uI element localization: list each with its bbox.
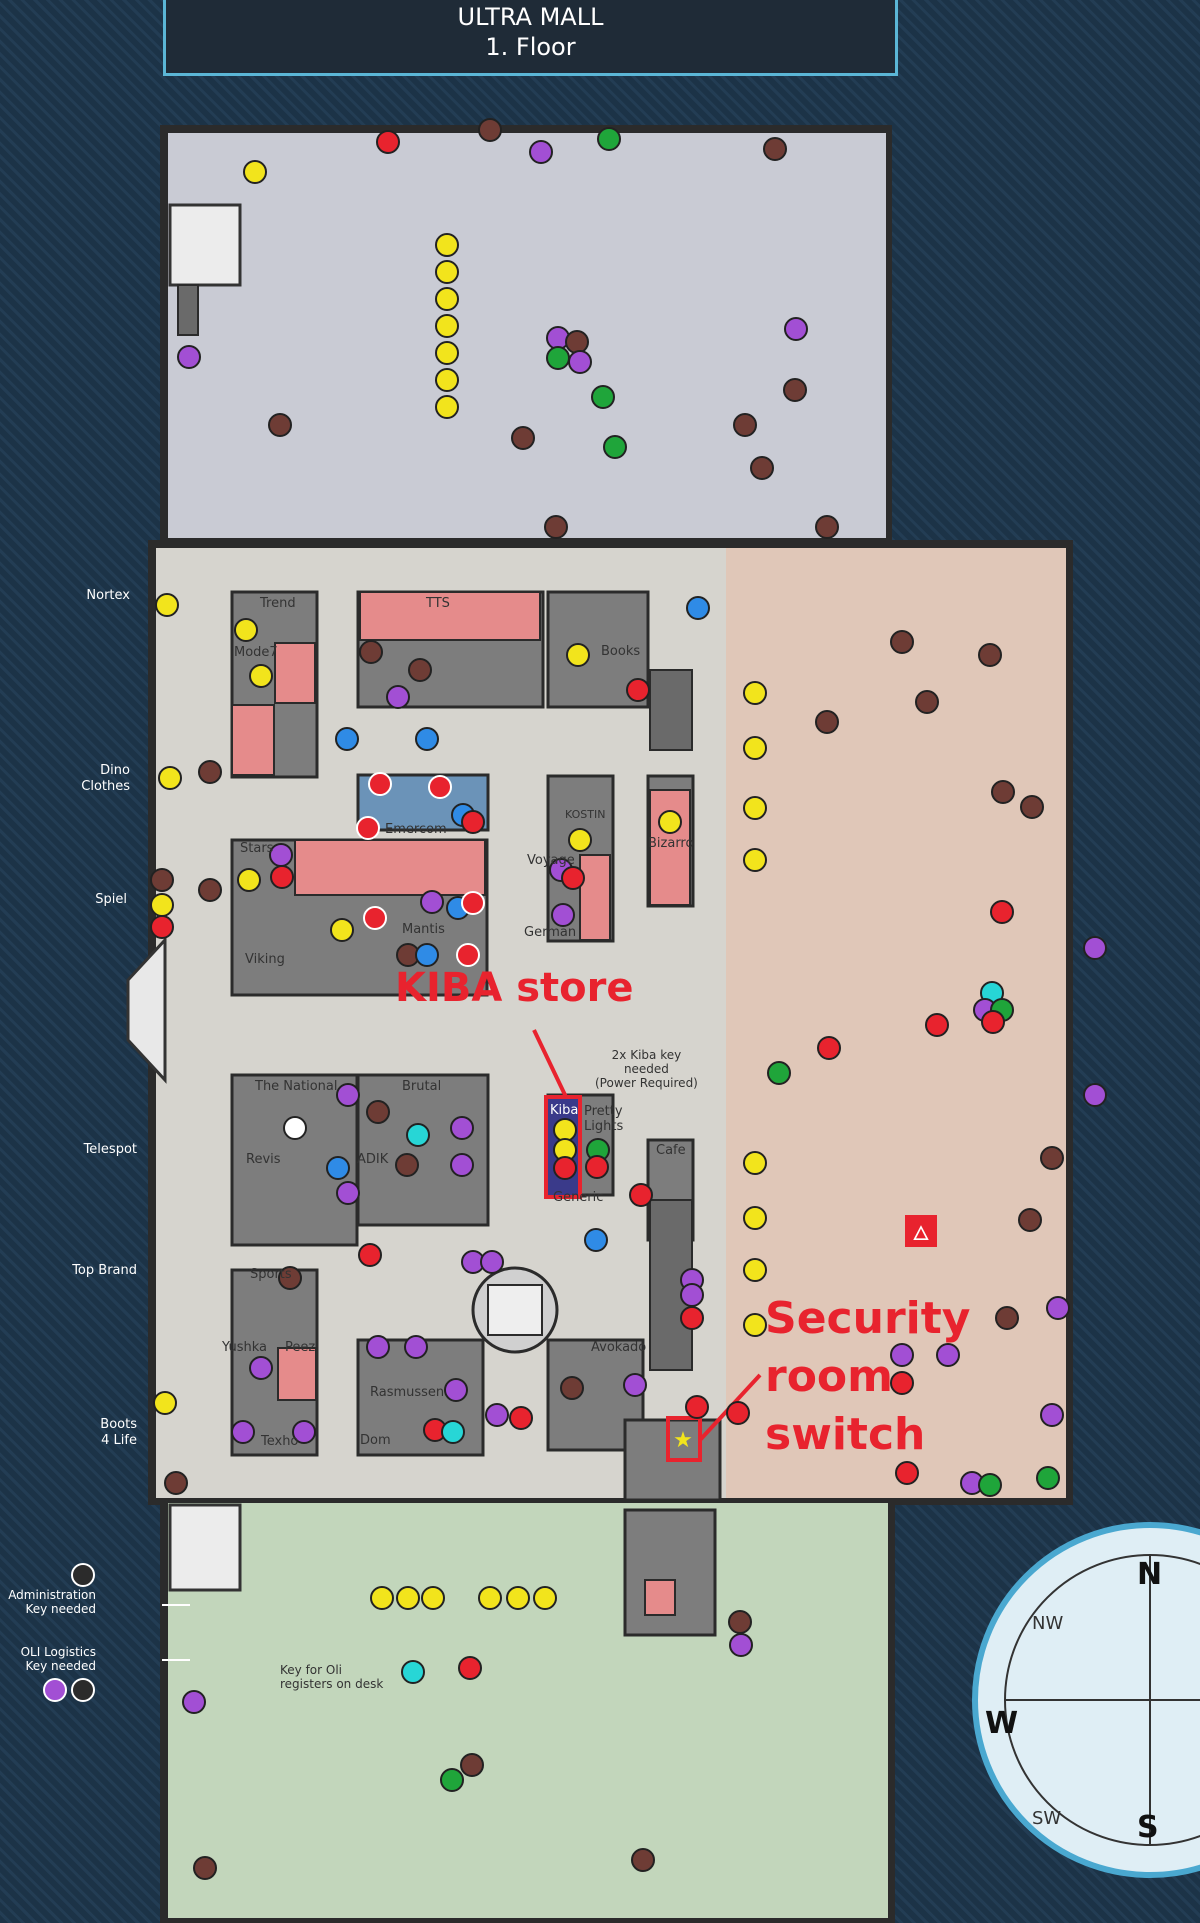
store-label-rasmussen: Rasmussen: [370, 1385, 445, 1400]
store-label-bizarro: Bizarro: [648, 836, 694, 851]
compass-northwest: NW: [1032, 1613, 1064, 1634]
store-label-tts: TTS: [426, 596, 450, 611]
side-label-telespot: Telespot: [83, 1142, 137, 1157]
store-label-viking: Viking: [245, 952, 285, 967]
west-entrance: [126, 936, 167, 1084]
north-zone: [168, 133, 886, 538]
store-label-voyage: Voyage: [527, 853, 575, 868]
store-label-kostin: KOSTIN: [565, 808, 606, 821]
store-label-emercom: Emercom: [385, 822, 447, 837]
store-label-cafe: Cafe: [656, 1143, 686, 1158]
escalators: [177, 284, 693, 1371]
note-oli-logistics-key: OLI Logistics Key needed: [20, 1645, 96, 1673]
store-label-stars: Stars: [240, 841, 274, 856]
store-label-adik: ADIK: [357, 1152, 389, 1167]
map-title-box: ULTRA MALL 1. Floor: [163, 0, 898, 76]
store-label-generic: Generic: [553, 1190, 604, 1205]
floor-label: 1. Floor: [485, 33, 576, 61]
side-label-top-brand: Top Brand: [72, 1263, 137, 1278]
store-label-dom: Dom: [360, 1433, 391, 1448]
side-label-spiel: Spiel: [95, 892, 127, 907]
compass-southwest: SW: [1032, 1808, 1062, 1829]
compass-north: N: [1137, 1557, 1163, 1592]
east-zone: [726, 548, 1066, 1498]
store-label-trend: Trend: [260, 596, 296, 611]
store-label-avokado: Avokado: [591, 1340, 647, 1355]
store-label-yushka: Yushka: [222, 1340, 267, 1355]
compass-west: W: [985, 1706, 1019, 1741]
annotation-security-room-switch: Security room switch: [765, 1293, 971, 1460]
store-label-books: Books: [601, 644, 641, 659]
store-label-the-national: The National: [255, 1079, 338, 1094]
medical-icons: [356, 772, 485, 967]
note-administration-key: Administration Key needed: [8, 1588, 96, 1616]
restricted-areas: [231, 591, 691, 1616]
kiba-arrow: [532, 1029, 568, 1098]
note-oli-registers: Key for Oli registers on desk: [280, 1663, 384, 1691]
annotation-kiba-store: KIBA store: [395, 965, 634, 1011]
store-label-brutal: Brutal: [402, 1079, 442, 1094]
store-label-mode7: Mode7: [234, 645, 278, 660]
side-label-nortex: Nortex: [86, 588, 130, 603]
compass: [972, 1522, 1200, 1878]
map-title: ULTRA MALL: [457, 3, 604, 31]
store-label-revis: Revis: [246, 1152, 281, 1167]
store-label-peez: Peez: [285, 1340, 316, 1355]
star-icon: ★: [673, 1428, 693, 1453]
note-kiba-key: 2x Kiba key needed (Power Required): [595, 1048, 698, 1090]
side-label-boots-4-life: Boots 4 Life: [100, 1417, 137, 1448]
store-label-texho: Texho: [261, 1434, 299, 1449]
side-label-dino-clothes: Dino Clothes: [81, 763, 130, 794]
store-label-kiba: Kiba: [550, 1103, 579, 1118]
south-zone: [168, 1503, 888, 1918]
compass-south: S: [1137, 1810, 1159, 1845]
loot-markers: [43, 118, 1107, 1880]
nw-entrance: [168, 203, 242, 287]
central-stairs-steps: [487, 1284, 543, 1336]
store-label-german: German: [524, 925, 577, 940]
fire-glyph: 🜂: [912, 1221, 929, 1245]
sw-entrance: [168, 1503, 242, 1592]
store-label-pretty-lights: Pretty Lights: [584, 1104, 624, 1134]
fire-icon: [905, 1215, 937, 1247]
store-label-sports: Sports: [250, 1267, 292, 1282]
store-label-mantis: Mantis: [402, 922, 445, 937]
key-legend-lines: [162, 1604, 190, 1661]
